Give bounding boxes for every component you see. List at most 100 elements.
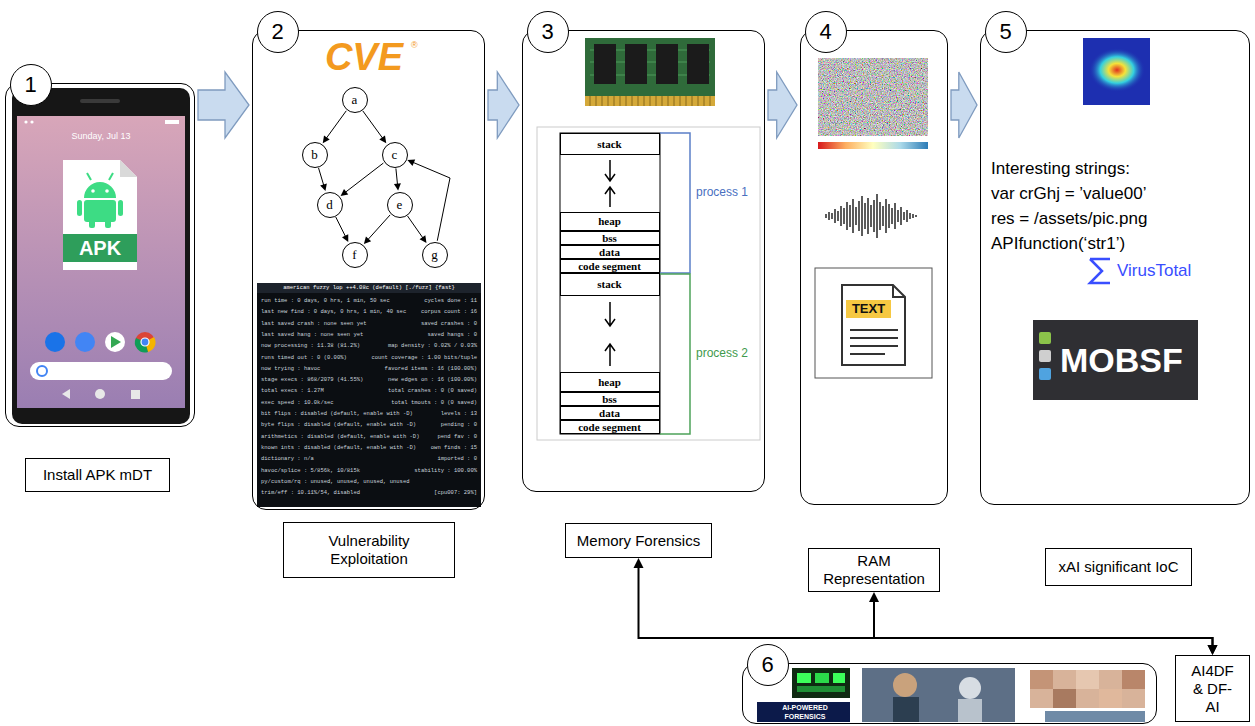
connector-line: [336, 217, 346, 237]
connector: [363, 111, 387, 143]
node-letter: d: [326, 197, 333, 213]
connector: [323, 111, 347, 143]
caption-text: Vulnerability Exploitation: [290, 532, 448, 568]
afl-stat: own finds : 15: [261, 444, 477, 451]
caption-text: RAM Representation: [815, 552, 933, 588]
block-arrow: [768, 72, 797, 138]
graph-node: g: [422, 242, 448, 268]
arrowhead: [341, 189, 349, 196]
connector: [394, 168, 401, 190]
arrowhead: [342, 234, 348, 242]
virustotal-logo: VirusTotal: [1117, 259, 1232, 283]
arrowhead: [364, 237, 371, 245]
ai-images: [757, 668, 1145, 722]
string-line: APIfunction(‘str1’): [991, 231, 1246, 256]
node-letter: g: [431, 247, 438, 263]
phone-illustration: [12, 88, 190, 424]
image-caption: AI-POWERED FORENSICS: [770, 703, 840, 721]
connector: [768, 72, 797, 138]
afl-stat: cycles done : 11: [261, 297, 477, 304]
segment-label: stack: [597, 138, 621, 150]
afl-stat: pending : 0: [261, 421, 477, 428]
connector: [407, 159, 450, 240]
afl-stat: favored items : 16 (100.00%): [261, 365, 477, 372]
ram-image: [815, 58, 932, 378]
afl-stat: total crashes : 0 (0 saved): [261, 387, 477, 394]
afl-stat: imported : 0: [261, 455, 477, 462]
connector: [408, 216, 427, 243]
callout-number: 4: [805, 11, 847, 53]
registered-mark: ®: [411, 40, 425, 50]
caption-box: Install APK mDT: [25, 458, 170, 492]
block-arrow: [488, 72, 519, 138]
caption-text: Memory Forensics: [577, 532, 700, 550]
mobsf-logo: MOBSF: [1060, 339, 1195, 381]
caption-box: Vulnerability Exploitation: [283, 522, 455, 578]
block-arrow: [951, 72, 977, 138]
node-letter: e: [397, 197, 403, 213]
connector-line: [319, 168, 324, 185]
connector-line: [368, 215, 390, 240]
callout-number: 6: [747, 644, 789, 686]
caption-text: AI4DF & DF-AI: [1188, 662, 1237, 716]
node-letter: a: [352, 92, 358, 108]
strings-heading: Interesting strings:: [991, 156, 1246, 181]
callout-number: 3: [527, 11, 569, 53]
segment-label: data: [599, 407, 620, 419]
afl-stat: saved crashes : 0: [261, 320, 477, 327]
arrowhead: [1208, 645, 1218, 655]
node-letter: c: [392, 147, 398, 163]
block-arrow: [198, 72, 249, 138]
afl-stat: count coverage : 1.00 bits/tuple: [261, 354, 477, 361]
graph-node: e: [387, 192, 413, 218]
afl-stat: py/custom/rq : unused, unused, unused, u…: [261, 478, 477, 485]
afl-stat: saved hangs : 0: [261, 331, 477, 338]
connector-line: [326, 111, 346, 139]
graph-node: f: [342, 242, 368, 268]
arrowhead: [634, 558, 644, 568]
memory-segment: stack: [560, 273, 660, 296]
segment-label: bss: [602, 393, 617, 405]
afl-screenshot: [257, 283, 481, 507]
graph-node: b: [302, 142, 328, 168]
connector: [951, 72, 977, 138]
caption-text: Install APK mDT: [43, 466, 152, 484]
afl-stat: pend fav : 0: [261, 433, 477, 440]
arrowhead: [323, 135, 330, 143]
afl-stat: map density : 0.02% / 0.03%: [261, 342, 477, 349]
afl-stat: corpus count : 16: [261, 308, 477, 315]
caption-text: xAI significant IoC: [1058, 558, 1178, 576]
afl-stat: stability : 100.00%: [261, 467, 477, 474]
arrowhead: [407, 159, 415, 165]
segment-label: code segment: [578, 421, 641, 433]
segment-label: heap: [598, 376, 621, 388]
connector-line: [874, 601, 1213, 646]
node-letter: f: [352, 247, 356, 263]
string-line: res = /assets/pic.png: [991, 206, 1246, 231]
afl-header: american fuzzy lop ++4.08c (default) [./…: [257, 284, 481, 292]
strings-block: Interesting strings:var crGhj = ’value00…: [991, 156, 1246, 256]
stage-panel: 5Interesting strings:var crGhj = ’value0…: [980, 30, 1250, 505]
callout-number: 1: [10, 64, 52, 106]
afl-stat: levels : 13: [261, 410, 477, 417]
connector-line: [408, 216, 424, 238]
connector: [198, 72, 249, 138]
memory-segment: stack: [560, 133, 660, 155]
segment-label: data: [599, 246, 620, 258]
stage-panel: 3stackheapbssdatacode segmentstackheapbs…: [522, 30, 765, 492]
segment-label: code segment: [578, 260, 641, 272]
caption-box: RAM Representation: [808, 548, 940, 592]
connector: [364, 215, 390, 244]
memory-segment: code segment: [560, 259, 660, 273]
afl-stat: [cpu007: 29%]: [261, 489, 477, 496]
afl-stat: new edges on : 16 (100.00%): [261, 376, 477, 383]
graph-node: a: [342, 87, 368, 113]
callout-number: 2: [257, 11, 299, 53]
ram-module: [585, 38, 715, 106]
connector: [488, 72, 519, 138]
string-line: var crGhj = ’value00’: [991, 181, 1246, 206]
connector: [319, 168, 327, 191]
connector: [869, 592, 1218, 655]
arrowhead: [394, 183, 401, 190]
